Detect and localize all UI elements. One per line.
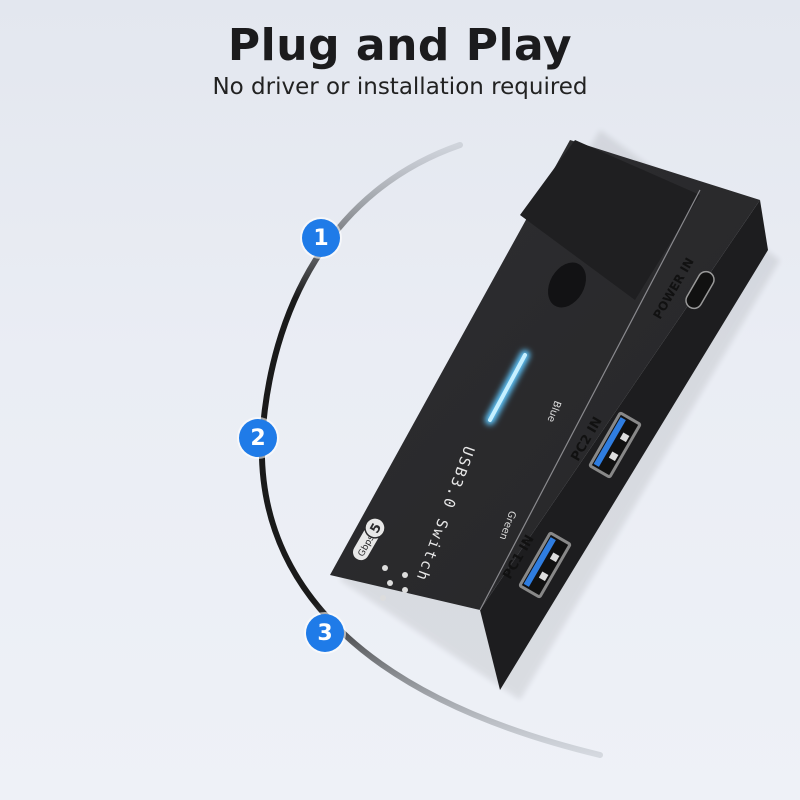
step-badge-1: 1 (302, 219, 340, 257)
page-title: Plug and Play (227, 20, 573, 71)
step-badge-2: 2 (239, 419, 277, 457)
port-pc1 (518, 531, 572, 599)
switch-button (548, 262, 586, 308)
port-power (685, 270, 715, 310)
step-badge-3: 3 (306, 614, 344, 652)
port-pc2 (588, 411, 642, 479)
page-subtitle: No driver or installation required (212, 74, 588, 100)
led-indicator (488, 353, 527, 422)
usb-switch-device: USB3.0 Switch 5 Gbps Blue Green PC2 IN P… (330, 140, 768, 690)
